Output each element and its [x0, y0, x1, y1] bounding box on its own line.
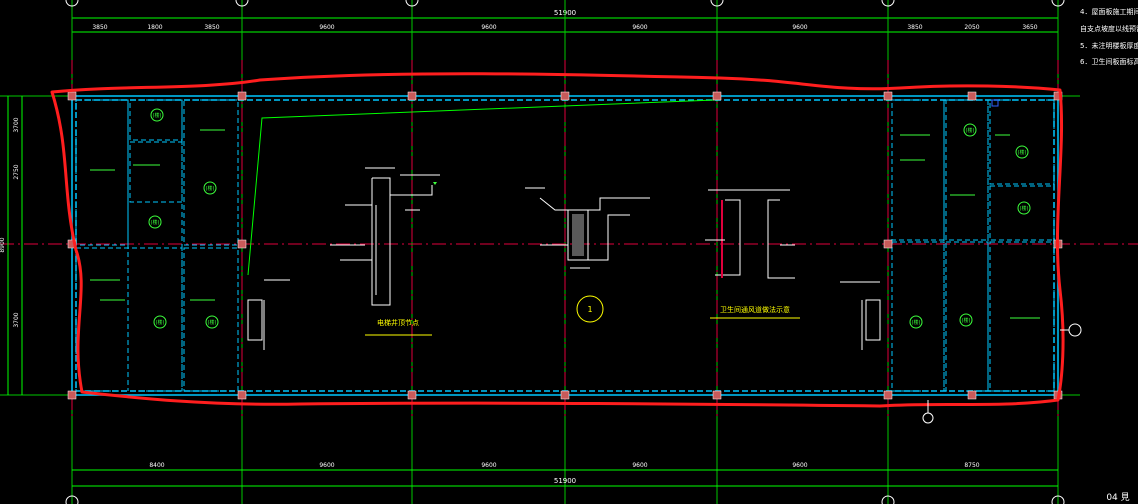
top-dim-2: 1800 [147, 24, 162, 31]
room-code-left-3: (楼) [151, 219, 160, 226]
bottom-dim-4: 9600 [632, 462, 647, 469]
axis-bubbles-top [65, 0, 1065, 7]
room-code-left-2: (楼) [206, 185, 215, 192]
bottom-segment-dimensions: 8400 9600 9600 9600 9600 8750 [72, 462, 1058, 471]
overall-dimension-bottom-text: 51900 [554, 477, 576, 485]
detail-elevator-shaft-top: 电梯井顶节点 [330, 167, 440, 336]
right-shaft [840, 281, 881, 350]
left-dim-3: 8900 [0, 237, 6, 252]
note-6: 6．卫生间板面标高比板 [1080, 58, 1138, 66]
top-dim-9: 2050 [964, 24, 979, 31]
bottom-dim-2: 9600 [319, 462, 334, 469]
sheet-tag: 04 見 [1106, 492, 1129, 503]
detail-section-2: 1 [525, 187, 650, 323]
note-4-cont: 自支点坡度以线预留洞 [1080, 25, 1138, 33]
left-dimensions: 3700 2750 8900 3700 [0, 96, 23, 395]
detail3-title: 卫生间通风道做法示意 [720, 305, 790, 314]
top-dim-8: 3850 [907, 24, 922, 31]
top-dim-6: 9600 [632, 24, 647, 31]
top-dim-5: 9600 [481, 24, 496, 31]
red-markup-outline [50, 72, 1065, 408]
bottom-dim-5: 9600 [792, 462, 807, 469]
columns [67, 91, 1063, 400]
detail1-title: 电梯井顶节点 [377, 318, 419, 327]
axis-bubbles-bottom [65, 495, 1065, 504]
right-room-labels: (楼) (楼) (楼) (楼) (楼) [900, 99, 1040, 329]
room-code-right-4: (楼) [912, 319, 921, 326]
room-code-right-1: (楼) [966, 127, 975, 134]
left-shaft [247, 279, 290, 350]
top-dim-3: 3850 [204, 24, 219, 31]
room-code-left-5: (楼) [208, 319, 217, 326]
left-dim-1: 3700 [13, 117, 20, 132]
roof-slope-lines [247, 99, 716, 276]
room-code-right-5: (楼) [962, 317, 971, 324]
note-4: 4．屋面板施工期间预留 [1080, 8, 1138, 16]
room-code-left-4: (楼) [156, 319, 165, 326]
top-dim-1: 3850 [92, 24, 107, 31]
right-axis-bubbles [922, 323, 1082, 424]
top-dim-4: 9600 [319, 24, 334, 31]
room-code-right-3: (楼) [1020, 205, 1029, 212]
detail-bathroom-vent: 卫生间通风道做法示意 [705, 189, 800, 319]
room-code-left-1: (楼) [153, 112, 162, 119]
left-dim-2: 2750 [13, 164, 20, 179]
bottom-overall-dimension: 51900 [72, 477, 1058, 487]
note-5: 5．未注明楼板厚度均为 [1080, 42, 1138, 50]
top-dim-7: 9600 [792, 24, 807, 31]
general-notes: 4．屋面板施工期间预留 自支点坡度以线预留洞 5．未注明楼板厚度均为 6．卫生间… [1080, 0, 1138, 72]
bottom-dim-6: 8750 [964, 462, 979, 469]
left-room-labels: (楼) (楼) (楼) (楼) (楼) [90, 108, 225, 329]
bottom-dim-3: 9600 [481, 462, 496, 469]
grid-bubble-label: 1 [587, 305, 592, 314]
top-dim-10: 3650 [1022, 24, 1037, 31]
bottom-dim-1: 8400 [149, 462, 164, 469]
right-room-block [891, 99, 1055, 392]
left-dim-4: 3700 [13, 312, 20, 327]
left-room-block [75, 99, 239, 392]
room-code-right-2: (楼) [1018, 149, 1027, 156]
